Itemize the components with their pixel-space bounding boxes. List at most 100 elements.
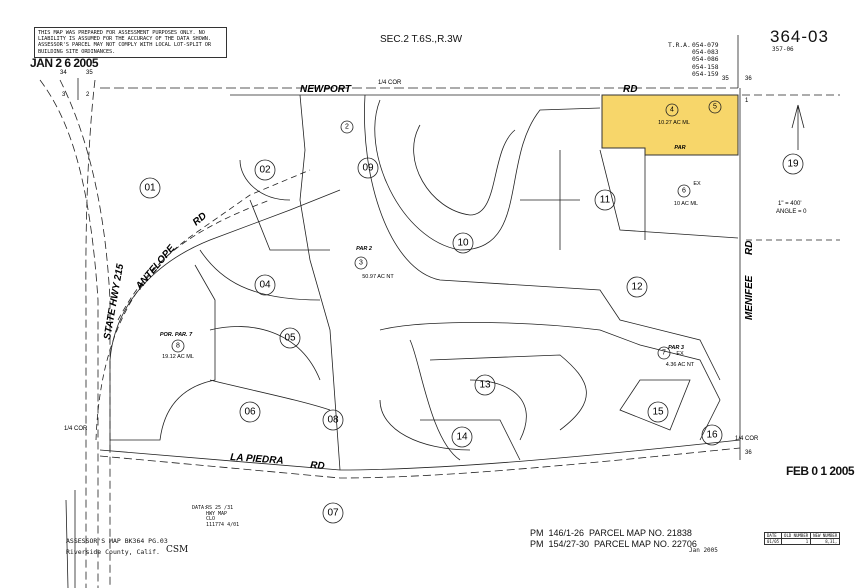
parcel-8-area: 19.12 AC ML xyxy=(162,354,194,360)
page-14[interactable]: 14 xyxy=(456,432,468,443)
antelope-rd-edge xyxy=(109,189,341,450)
page-number-labels: 01 02 04 05 06 07 08 09 10 11 12 13 14 1… xyxy=(144,159,799,519)
parcel-4[interactable]: 4 xyxy=(670,107,674,114)
parcel-3-area: 50.97 AC NT xyxy=(362,274,394,280)
drafter-initials: CSM xyxy=(166,545,189,555)
corner-1: 1 xyxy=(745,98,749,104)
page-07[interactable]: 07 xyxy=(327,508,339,519)
menifee-rd-suffix: RD xyxy=(744,241,755,255)
page-10[interactable]: 10 xyxy=(457,238,469,249)
tra-code-list: 054-079 054-083 054-086 054-158 054-159 xyxy=(692,42,719,78)
parcel-6-area: 10 AC ML xyxy=(674,201,698,207)
sub-map-number: 357-06 xyxy=(772,46,794,53)
corner-34: 34 xyxy=(60,70,67,76)
highway-edge xyxy=(39,79,99,588)
parcel-7-status: EX xyxy=(676,351,684,357)
newport-rd-suffix: RD xyxy=(623,84,637,95)
page-13[interactable]: 13 xyxy=(479,380,491,391)
tra-code: 054-158 xyxy=(692,63,719,71)
corner-36: 36 xyxy=(745,76,752,82)
quarter-corner: 1/4 COR xyxy=(735,436,759,442)
antelope-road-label: ANTELOPE xyxy=(133,243,177,293)
map-scale: 1" = 400' xyxy=(778,201,801,207)
parcel-3-label: PAR 2 xyxy=(356,246,372,252)
change-cell: 1 xyxy=(781,538,812,545)
tra-code: 054-086 xyxy=(692,56,719,64)
map-number: 364-03 xyxy=(770,27,829,46)
parcel-map-ref: PM 154/27-30 PARCEL MAP NO. 22706 xyxy=(530,539,697,549)
parcel-6[interactable]: 6 xyxy=(682,188,686,195)
page-11[interactable]: 11 xyxy=(600,195,611,206)
disclaimer-box: THIS MAP WAS PREPARED FOR ASSESSMENT PUR… xyxy=(34,27,227,58)
parcel-8-boundary xyxy=(110,264,216,441)
parcel-8[interactable]: 8 xyxy=(176,343,180,350)
parcel-7-label: PAR 3 xyxy=(668,345,684,351)
map-angle: ANGLE = 0 xyxy=(776,209,807,215)
data-line: 111774 4/01 xyxy=(206,521,240,528)
parcel-2[interactable]: 2 xyxy=(345,124,349,131)
change-header: NEW NUMBER xyxy=(810,532,841,539)
data-line: HWY MAP xyxy=(206,510,228,517)
parcel-5[interactable]: 5 xyxy=(713,104,717,111)
tra-code: 054-083 xyxy=(692,49,719,57)
section-corner-labels: 34 35 3 2 35 36 1 36 1/4 COR 1/4 COR 1/4… xyxy=(60,70,759,456)
corner-35: 35 xyxy=(86,70,93,76)
highway-label: STATE HWY 215 xyxy=(102,263,126,341)
change-header: OLD NUMBER xyxy=(781,532,812,539)
parcel-7[interactable]: 7 xyxy=(662,350,666,357)
parcel-15-boundary xyxy=(619,379,691,431)
parcel-labels: 2 3 PAR 2 50.97 AC NT 4 10.27 AC ML PAR … xyxy=(160,104,717,369)
page-16[interactable]: 16 xyxy=(706,430,718,441)
map-linework xyxy=(39,35,840,588)
menifee-road-label: MENIFEE xyxy=(744,275,755,320)
data-block: DATA: RS 25 /31 HWY MAP CLO 111774 4/01 xyxy=(192,505,240,528)
page-05[interactable]: 05 xyxy=(284,333,296,344)
corner-3: 3 xyxy=(62,92,66,98)
data-line: RS 25 /31 xyxy=(206,505,234,511)
parcel-7-area: 4.36 AC NT xyxy=(666,362,695,368)
section-township-range: SEC.2 T.6S.,R.3W xyxy=(380,34,463,45)
page-19[interactable]: 19 xyxy=(787,159,799,170)
page-06[interactable]: 06 xyxy=(244,407,256,418)
quarter-corner: 1/4 COR xyxy=(64,426,88,432)
tra-label: T.R.A. xyxy=(668,42,691,49)
la-piedra-road-label: LA PIEDRA xyxy=(230,452,284,467)
book-page-block: ASSESSOR'S MAP BK364 PG.03 Riverside Cou… xyxy=(66,536,168,558)
parcel-4-label: PAR xyxy=(674,145,685,151)
parcel-3-boundary xyxy=(299,94,341,471)
revision-date: Jan 2005 xyxy=(689,547,718,554)
data-line: CLO xyxy=(206,516,216,522)
parcel-map-ref: PM 146/1-26 PARCEL MAP NO. 21838 xyxy=(530,528,692,538)
quarter-corner: 1/4 COR xyxy=(378,80,402,86)
change-cell: 01/05 xyxy=(763,538,783,545)
tra-code: 054-159 xyxy=(692,70,719,78)
parcel-3[interactable]: 3 xyxy=(359,260,363,267)
corner-36-se: 36 xyxy=(745,450,752,456)
parcel-8-label: POR. PAR. 7 xyxy=(160,332,193,338)
tra-code: 054-079 xyxy=(692,42,719,49)
parcel-6-status: EX xyxy=(693,181,701,187)
received-date-stamp: JAN 2 6 2005 xyxy=(30,56,99,70)
change-cell: 8,31, xyxy=(810,538,841,545)
page-15[interactable]: 15 xyxy=(652,407,664,418)
page-04[interactable]: 04 xyxy=(259,280,271,291)
parcel-4-area: 10.27 AC ML xyxy=(658,120,690,126)
corner-35-ne: 35 xyxy=(722,76,729,82)
corner-2: 2 xyxy=(86,92,90,98)
newport-road-label: NEWPORT xyxy=(300,84,352,95)
page-08[interactable]: 08 xyxy=(327,415,339,426)
county: Riverside County, Calif. xyxy=(66,548,160,556)
la-piedra-rd-suffix: RD xyxy=(310,460,325,472)
page-12[interactable]: 12 xyxy=(631,282,643,293)
data-label: DATA: xyxy=(192,505,208,511)
parcel-map-references: PM 146/1-26 PARCEL MAP NO. 21838 PM 154/… xyxy=(530,528,697,550)
page-02[interactable]: 02 xyxy=(259,165,271,176)
filed-date-stamp: FEB 0 1 2005 xyxy=(786,464,855,478)
page-number-circles xyxy=(139,100,804,524)
page-09[interactable]: 09 xyxy=(362,163,374,174)
page-01[interactable]: 01 xyxy=(144,183,156,194)
north-arrow-icon xyxy=(791,104,805,150)
book-page: ASSESSOR'S MAP BK364 PG.03 xyxy=(66,537,168,545)
